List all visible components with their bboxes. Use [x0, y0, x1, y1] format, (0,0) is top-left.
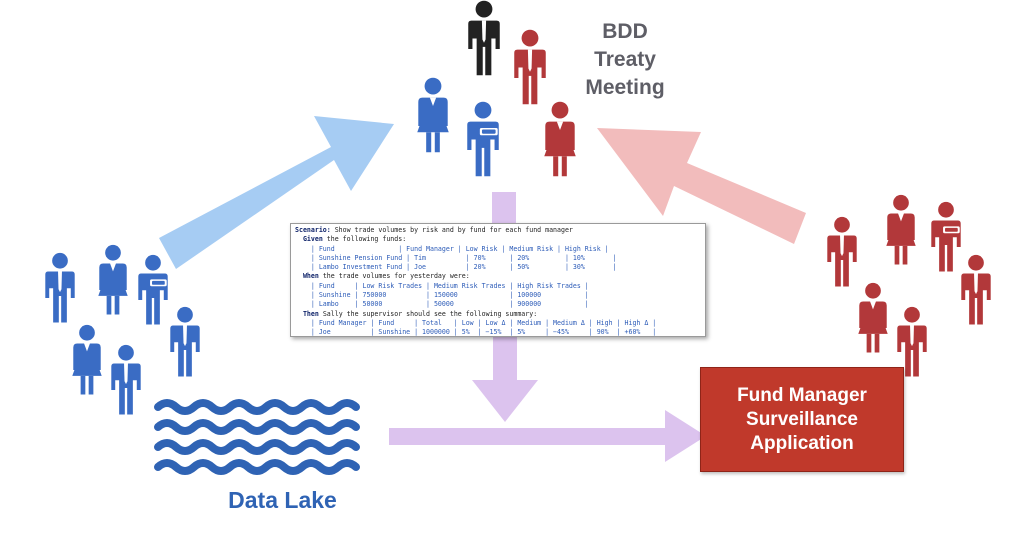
- gherkin-table-row: | Fund | Fund Manager | Low Risk | Mediu…: [310, 244, 609, 253]
- arrow-data-lake-to-meeting: [159, 116, 394, 269]
- scenario-line: Given the following funds:: [295, 235, 701, 244]
- application-label-line-2: Surveillance: [746, 408, 858, 430]
- person-male-icon: [170, 306, 200, 377]
- gherkin-keyword: When: [302, 272, 319, 281]
- scenario-line: | Fund | Low Risk Trades | Medium Risk T…: [295, 282, 701, 291]
- gherkin-keyword: Then: [302, 309, 319, 318]
- person-female-icon: [72, 324, 102, 395]
- gherkin-table-row: | Fund | Low Risk Trades | Medium Risk T…: [310, 281, 589, 290]
- data-lake-label: Data Lake: [228, 487, 337, 513]
- scenario-line: | Lambo | 50000 | 50000 | 900000 |: [295, 300, 701, 309]
- person-holding-tablet-icon: [138, 254, 168, 325]
- person-male-icon: [827, 216, 857, 287]
- gherkin-keyword: Given: [302, 235, 323, 244]
- gherkin-keyword: Scenario:: [295, 226, 331, 234]
- gherkin-table-row: | Fund Manager | Fund | Total | Low | Lo…: [310, 318, 657, 327]
- person-female-icon: [417, 77, 449, 153]
- scenario-panel: Scenario: Show trade volumes by risk and…: [290, 223, 706, 337]
- scenario-line: | Fund | Fund Manager | Low Risk | Mediu…: [295, 245, 701, 254]
- scenario-line: | Fund Manager | Fund | Total | Low | Lo…: [295, 319, 701, 328]
- arrow-scenario-to-pipeline: [472, 337, 538, 422]
- meeting-group: [417, 0, 576, 177]
- application-label-line-3: Application: [750, 432, 854, 454]
- person-male-icon: [111, 344, 141, 415]
- scenario-line: | Lambo Investment Fund | Joe | 20% | 50…: [295, 263, 701, 272]
- scenario-line: Scenario: Show trade volumes by risk and…: [295, 226, 701, 235]
- scenario-line: | Joe | Sunshine | 1000000 | 5% | −15% |…: [295, 328, 701, 337]
- person-male-icon: [468, 0, 500, 76]
- gherkin-table-row: | Lambo | 50000 | 50000 | 900000 |: [310, 300, 589, 309]
- person-female-icon: [98, 244, 128, 315]
- person-female-icon: [886, 194, 916, 265]
- supervisors-group: [827, 194, 991, 377]
- gherkin-step-text: the following funds:: [322, 235, 407, 244]
- gherkin-step-text: Show trade volumes by risk and by fund f…: [330, 226, 573, 234]
- meeting-title-line-1: BDD: [602, 20, 648, 43]
- gherkin-step-text: Sally the supervisor should see the foll…: [318, 309, 538, 318]
- gherkin-step-text: the trade volumes for yesterday were:: [318, 272, 470, 281]
- person-male-icon: [45, 252, 75, 323]
- gherkin-table-row: | Joe | Sunshine | 1000000 | 5% | −15% |…: [310, 328, 657, 337]
- person-male-icon: [961, 254, 991, 325]
- meeting-title-line-3: Meeting: [585, 76, 665, 99]
- scenario-line: Then Sally the supervisor should see the…: [295, 310, 701, 319]
- meeting-title: BDD Treaty Meeting: [565, 18, 685, 102]
- scenario-line: When the trade volumes for yesterday wer…: [295, 272, 701, 281]
- water-waves-icon: [154, 399, 360, 475]
- person-male-icon: [514, 29, 546, 105]
- scenario-line: | Sunshine | 750000 | 150000 | 100000 |: [295, 291, 701, 300]
- data-team-group: [45, 244, 200, 415]
- surveillance-application-box: Fund Manager Surveillance Application: [700, 367, 904, 472]
- gherkin-table-row: | Lambo Investment Fund | Joe | 20% | 50…: [310, 263, 617, 272]
- gherkin-table-row: | Sunshine | 750000 | 150000 | 100000 |: [310, 291, 589, 300]
- person-holding-tablet-icon: [931, 201, 961, 272]
- application-label-line-1: Fund Manager: [737, 384, 867, 406]
- arrow-data-lake-to-application: [389, 410, 706, 462]
- person-female-icon: [544, 101, 576, 177]
- meeting-title-line-2: Treaty: [594, 48, 656, 71]
- arrow-surveillance-to-meeting: [597, 128, 806, 244]
- person-holding-tablet-icon: [467, 101, 499, 177]
- person-female-icon: [858, 282, 888, 353]
- gherkin-table-row: | Sunshine Pension Fund | Tim | 70% | 20…: [310, 253, 617, 262]
- scenario-lines: Scenario: Show trade volumes by risk and…: [295, 226, 701, 337]
- scenario-line: | Sunshine Pension Fund | Tim | 70% | 20…: [295, 254, 701, 263]
